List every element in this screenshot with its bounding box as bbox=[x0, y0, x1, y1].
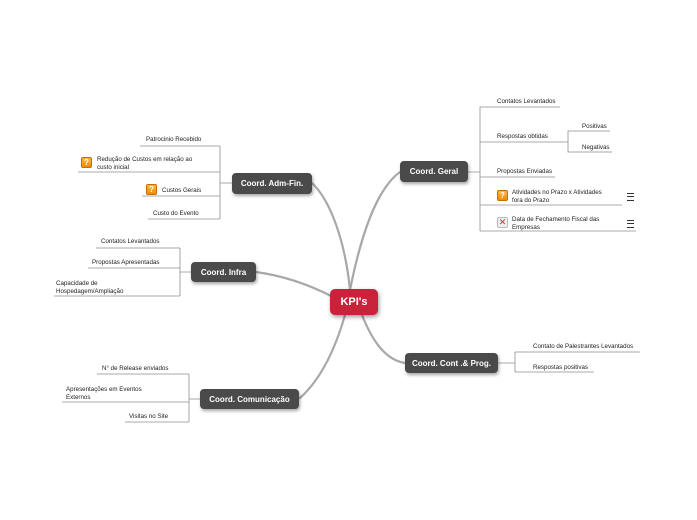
subtopic-label: Custo do Evento bbox=[153, 210, 199, 217]
topic-coord-cont-prog[interactable]: Coord. Cont .& Prog. bbox=[405, 353, 498, 373]
connector-geral-contatos bbox=[468, 106, 560, 173]
central-topic-kpis[interactable]: KPI's bbox=[330, 289, 378, 315]
subtopic-label: Negativas bbox=[582, 144, 610, 151]
subtopic-contato-palestrantes[interactable]: Contato de Palestrantes Levantados bbox=[533, 343, 633, 351]
connector-respostas-positivas bbox=[560, 130, 610, 143]
subtopic-capacidade-hospedagem[interactable]: Capacidade de Hospedagem/Ampliação bbox=[56, 280, 123, 295]
connector-root-infra bbox=[254, 270, 335, 299]
subtopic-contatos-levantados-infra[interactable]: Contatos Levantados bbox=[101, 238, 159, 246]
subtopic-propostas-enviadas[interactable]: Propostas Enviadas bbox=[497, 168, 552, 176]
subtopic-label: Contato de Palestrantes Levantados bbox=[533, 343, 634, 350]
subtopic-label-line1: Data de Fechamento Fiscal das bbox=[512, 216, 600, 223]
subtopic-label: Contatos Levantados bbox=[101, 238, 160, 245]
subtopic-label: Propostas Enviadas bbox=[497, 168, 553, 175]
topic-label: Coord. Infra bbox=[200, 267, 247, 277]
subtopic-label: Patrocinio Recebido bbox=[146, 136, 202, 143]
subtopic-label: Propostas Apresentadas bbox=[92, 259, 160, 266]
subtopic-patrocinio-recebido[interactable]: Patrocinio Recebido bbox=[146, 136, 201, 144]
note-icon[interactable] bbox=[627, 220, 634, 228]
subtopic-negativas[interactable]: Negativas bbox=[582, 144, 610, 152]
subtopic-label-line2: custo inicial bbox=[97, 163, 129, 171]
connector-com-release bbox=[97, 373, 200, 422]
subtopic-reducao-custos[interactable]: Redução de Custos em relação ao custo in… bbox=[97, 156, 192, 171]
subtopic-label-line2: fora do Prazo bbox=[512, 196, 550, 204]
topic-coord-comunicacao[interactable]: Coord. Comunicação bbox=[200, 389, 299, 409]
connector-root-adm bbox=[310, 181, 352, 292]
subtopic-label: Positivas bbox=[582, 123, 607, 130]
connector-respostas-negativas bbox=[567, 142, 612, 153]
topic-label: Coord. Cont .& Prog. bbox=[411, 358, 492, 368]
question-mark-icon: ? bbox=[81, 157, 92, 168]
topic-coord-adm-fin[interactable]: Coord. Adm-Fin. bbox=[232, 173, 312, 194]
red-cross-icon: ✕ bbox=[497, 217, 508, 228]
subtopic-label: Custos Gerais bbox=[162, 187, 202, 194]
subtopic-propostas-apresentadas[interactable]: Propostas Apresentadas bbox=[92, 259, 159, 267]
subtopic-label: Respostas obtidas bbox=[497, 133, 548, 140]
subtopic-label: Respostas positivas bbox=[533, 364, 589, 371]
subtopic-label: N° de Release enviados bbox=[102, 365, 169, 372]
connector-geral-propostas bbox=[479, 172, 555, 231]
subtopic-custo-evento[interactable]: Custo do Evento bbox=[153, 210, 199, 218]
question-mark-icon: ? bbox=[146, 184, 157, 195]
subtopic-apresentacoes-eventos[interactable]: Apresentações em Eventos Externos bbox=[66, 386, 142, 401]
topic-label: Coord. Geral bbox=[409, 167, 459, 176]
subtopic-label-line1: Redução de Custos em relação ao bbox=[97, 156, 193, 163]
topic-coord-infra[interactable]: Coord. Infra bbox=[191, 262, 256, 282]
subtopic-custos-gerais[interactable]: Custos Gerais bbox=[162, 187, 201, 195]
connector-adm-patrocinio bbox=[140, 145, 232, 219]
subtopic-label-line2: Externos bbox=[66, 393, 91, 401]
subtopic-respostas-obtidas[interactable]: Respostas obtidas bbox=[497, 133, 548, 141]
subtopic-label: Visitas no Site bbox=[129, 413, 169, 420]
subtopic-label: Contatos Levantados bbox=[497, 98, 556, 105]
connector-root-cont bbox=[360, 313, 407, 365]
central-topic-label: KPI's bbox=[340, 296, 368, 308]
topic-label: Coord. Adm-Fin. bbox=[240, 179, 304, 188]
connector-root-comunicacao bbox=[298, 313, 347, 400]
subtopic-label-line2: Empresas bbox=[512, 223, 540, 231]
topic-coord-geral[interactable]: Coord. Geral bbox=[400, 161, 468, 182]
subtopic-release-enviados[interactable]: N° de Release enviados bbox=[102, 365, 168, 373]
subtopic-positivas[interactable]: Positivas bbox=[582, 123, 607, 131]
subtopic-label-line2: Hospedagem/Ampliação bbox=[56, 287, 124, 295]
subtopic-respostas-positivas[interactable]: Respostas positivas bbox=[533, 364, 588, 372]
subtopic-atividades-prazo[interactable]: Atividades no Prazo x Atividades fora do… bbox=[512, 189, 602, 204]
connector-cont-palestrantes bbox=[498, 351, 640, 372]
subtopic-label-line1: Apresentações em Eventos bbox=[66, 386, 142, 393]
subtopic-label-line1: Capacidade de bbox=[56, 280, 98, 287]
connector-root-geral bbox=[348, 170, 402, 292]
subtopic-label-line1: Atividades no Prazo x Atividades bbox=[512, 189, 602, 196]
note-icon[interactable] bbox=[627, 193, 634, 201]
question-mark-icon: ? bbox=[497, 190, 508, 201]
topic-label: Coord. Comunicação bbox=[209, 394, 290, 404]
subtopic-visitas-site[interactable]: Visitas no Site bbox=[129, 413, 168, 421]
subtopic-data-fechamento[interactable]: Data de Fechamento Fiscal das Empresas bbox=[512, 216, 599, 231]
subtopic-contatos-levantados[interactable]: Contatos Levantados bbox=[497, 98, 555, 106]
